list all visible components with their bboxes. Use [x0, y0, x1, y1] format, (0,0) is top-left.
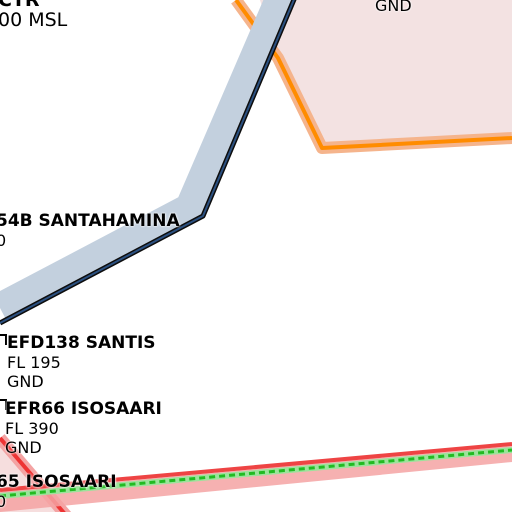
danger-area-lower: GND	[375, 0, 412, 15]
ctr-name: CTR	[0, 0, 40, 11]
boundary-red-line	[0, 442, 512, 492]
santis-name: EFD138 SANTIS	[7, 333, 156, 353]
area-tick-mark	[0, 334, 7, 345]
area-tick-mark	[0, 399, 7, 410]
santis-label: EFD138 SANTIS FL 195 GND	[7, 333, 156, 392]
santis-upper: FL 195	[7, 353, 61, 372]
isosaari-b-label: 65 ISOSAARI 0	[0, 472, 117, 512]
ctr-limit: 00 MSL	[0, 9, 68, 31]
isosaari-r-lower: GND	[5, 438, 42, 457]
danger-area-label: GND	[375, 0, 412, 15]
isosaari-b-lower: 0	[0, 492, 7, 511]
corridor-band[interactable]	[0, 0, 297, 322]
isosaari-b-name: 65 ISOSAARI	[0, 472, 117, 492]
ctr-label: CTR 00 MSL	[0, 0, 67, 30]
isosaari-r-label: EFR66 ISOSAARI FL 390 GND	[5, 399, 162, 458]
santis-lower: GND	[7, 372, 44, 391]
boundary-green-dashed	[0, 448, 512, 498]
restricted-area-border	[0, 436, 66, 512]
corridor-edge-inner	[0, 0, 295, 324]
santahamina-label: 54B SANTAHAMINA 0	[0, 211, 180, 251]
santahamina-lower: 0	[0, 231, 7, 250]
santahamina-name: 54B SANTAHAMINA	[0, 211, 180, 231]
isosaari-r-upper: FL 390	[5, 419, 59, 438]
isosaari-r-name: EFR66 ISOSAARI	[5, 399, 162, 419]
